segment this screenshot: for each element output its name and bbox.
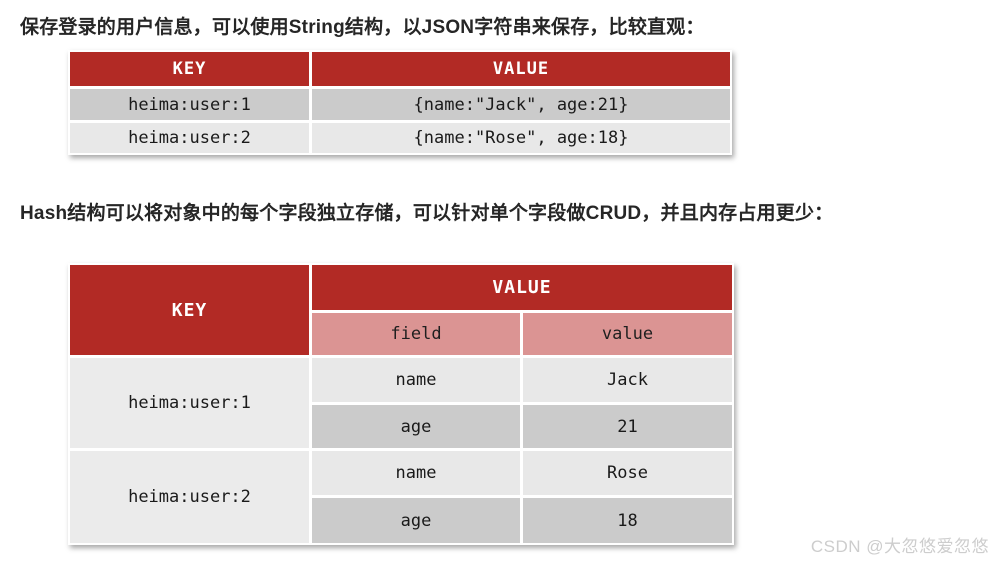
string-table-row-key: heima:user:2 <box>70 123 309 153</box>
string-table-key-header: KEY <box>70 52 309 86</box>
hash-table-field: age <box>312 498 520 543</box>
hash-table-group-key: heima:user:1 <box>70 358 309 448</box>
string-table-value-header: VALUE <box>312 52 730 86</box>
string-table-row-value: {name:"Jack", age:21} <box>312 89 730 120</box>
hash-table: KEY VALUE field value heima:user:1 name … <box>68 263 734 545</box>
hash-table-group-key: heima:user:2 <box>70 451 309 543</box>
hash-table-value-header: VALUE <box>312 265 732 310</box>
hash-table-field: age <box>312 405 520 448</box>
string-table: KEY VALUE heima:user:1 {name:"Jack", age… <box>68 50 732 155</box>
hash-table-value: Jack <box>523 358 732 402</box>
hash-table-key-header: KEY <box>70 265 309 355</box>
hash-table-field: name <box>312 358 520 402</box>
string-table-row-key: heima:user:1 <box>70 89 309 120</box>
hash-table-value: 18 <box>523 498 732 543</box>
hash-table-value: 21 <box>523 405 732 448</box>
hash-table-field-subheader: field <box>312 313 520 355</box>
string-table-row-value: {name:"Rose", age:18} <box>312 123 730 153</box>
hash-table-value: Rose <box>523 451 732 495</box>
hash-intro-text: Hash结构可以将对象中的每个字段独立存储，可以针对单个字段做CRUD，并且内存… <box>20 203 834 224</box>
hash-table-value-subheader: value <box>523 313 732 355</box>
hash-table-field: name <box>312 451 520 495</box>
csdn-watermark: CSDN @大忽悠爱忽悠 <box>810 537 989 556</box>
string-intro-text: 保存登录的用户信息，可以使用String结构，以JSON字符串来保存，比较直观： <box>20 17 705 38</box>
